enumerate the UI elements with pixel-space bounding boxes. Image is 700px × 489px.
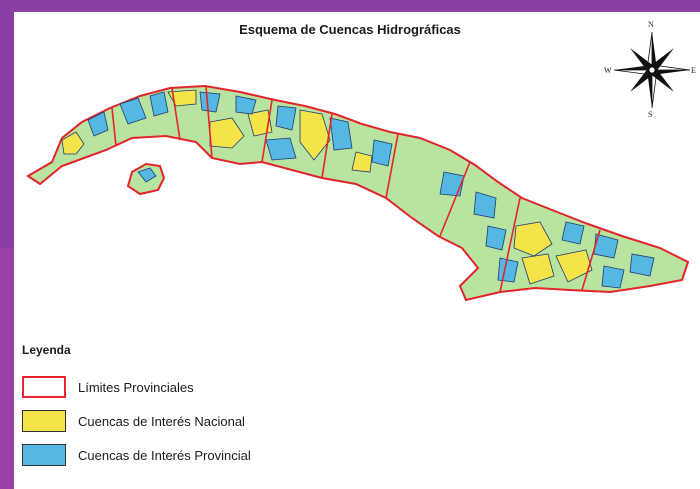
compass-east-label: E xyxy=(691,66,696,75)
provincial-basin xyxy=(371,139,393,167)
province-boundary xyxy=(261,99,273,163)
provincial-basin xyxy=(199,91,221,113)
map-title: Esquema de Cuencas Hidrográficas xyxy=(239,22,461,37)
national-basin xyxy=(351,151,373,173)
frame-top-bar xyxy=(0,0,700,12)
province-boundary xyxy=(385,133,399,199)
legend-label: Cuencas de Interés Provincial xyxy=(78,448,251,463)
province-boundary xyxy=(499,197,521,293)
national-basin xyxy=(61,131,85,155)
province-boundary xyxy=(581,229,601,291)
national-basin xyxy=(299,109,331,161)
compass-west-label: W xyxy=(604,66,612,75)
compass-north-label: N xyxy=(648,20,654,29)
national-basin xyxy=(247,109,273,137)
national-basin xyxy=(513,221,553,257)
provincial-basin xyxy=(473,191,497,219)
provincial-basin xyxy=(235,95,257,115)
compass-south-label: S xyxy=(648,110,653,119)
provincial-basin xyxy=(601,265,625,289)
provincial-basin xyxy=(329,117,353,151)
provincial-basins-layer xyxy=(87,91,655,289)
province-boundary xyxy=(171,87,181,141)
provincial-basin xyxy=(497,257,519,283)
provincial-basin xyxy=(275,105,297,131)
legend-label: Límites Provinciales xyxy=(78,380,194,395)
frame-left-accent xyxy=(0,248,14,489)
provincial-basin xyxy=(149,91,169,117)
province-boundary xyxy=(205,85,213,159)
national-basin xyxy=(521,253,555,285)
provincial-basin xyxy=(629,253,655,277)
provincial-basin xyxy=(561,221,585,245)
legend-title: Leyenda xyxy=(22,343,71,357)
provincial-basin xyxy=(485,225,507,251)
provincial-basin xyxy=(119,97,147,125)
provincial-basin xyxy=(137,167,157,183)
provincial-basin xyxy=(265,137,297,161)
legend-swatch-provincial-basins xyxy=(22,444,66,466)
legend-swatch-provincial-limits xyxy=(22,376,66,398)
province-boundaries-layer xyxy=(111,85,601,293)
national-basins-layer xyxy=(61,89,593,285)
province-boundary xyxy=(111,107,117,147)
province-boundary xyxy=(321,113,333,179)
legend-swatch-national-basins xyxy=(22,410,66,432)
province-boundary xyxy=(439,161,471,237)
national-basin xyxy=(555,249,593,283)
compass-rose-icon xyxy=(613,31,691,109)
legend-label: Cuencas de Interés Nacional xyxy=(78,414,245,429)
provincial-basin xyxy=(87,111,109,137)
